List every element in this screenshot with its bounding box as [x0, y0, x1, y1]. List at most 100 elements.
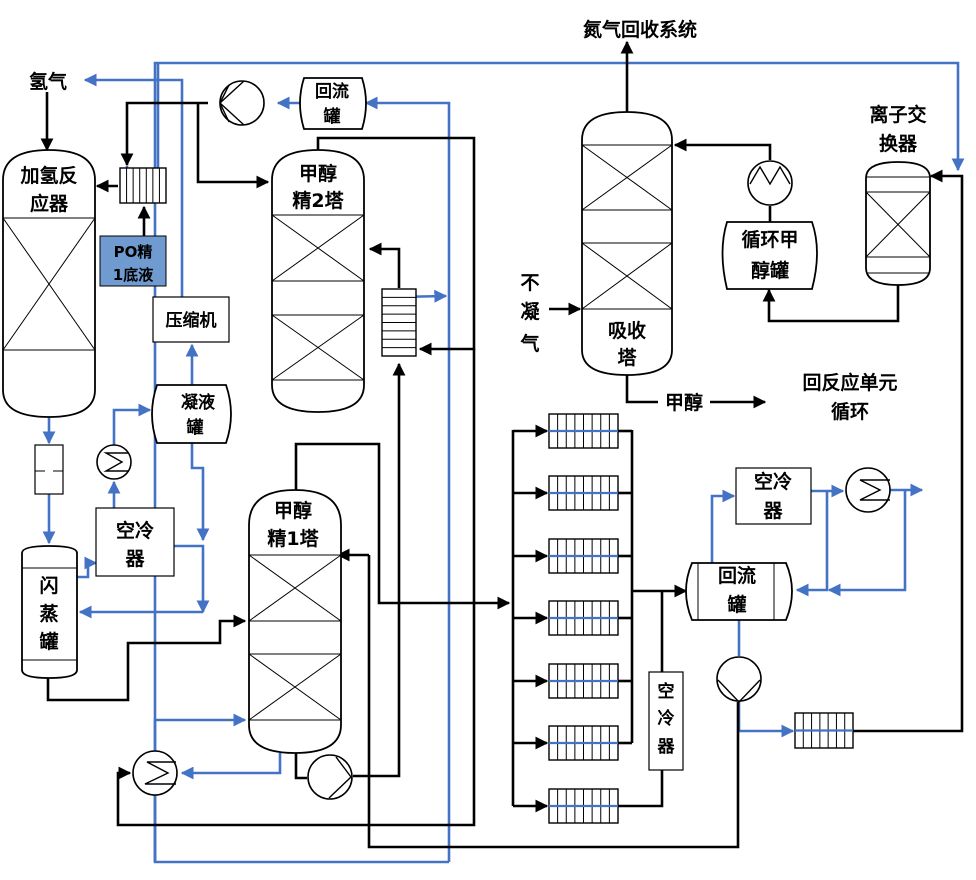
plate-exchanger-unit: [513, 788, 619, 824]
ion-exchanger-label-line2: 换器: [879, 132, 918, 155]
methanol-column-1[interactable]: 甲醇 精1塔: [248, 489, 342, 754]
plate-exchanger-unit: [513, 413, 632, 449]
po-feed-label-line1: PO精: [114, 243, 153, 261]
back-to-reaction-label-1: 回反应单元: [802, 371, 897, 394]
hydrogen-label: 氢气: [29, 70, 67, 93]
exchanger-to-ion-exchanger: [853, 169, 964, 733]
centrifugal-pump-icon: [307, 754, 353, 800]
blue-condensate-down: [190, 443, 210, 542]
plate-heat-exchanger-icon: [381, 288, 417, 357]
compressor-label: 压缩机: [166, 310, 217, 331]
plate-exchanger-unit: [513, 475, 632, 511]
flash-tank-label-line3: 罐: [38, 630, 58, 653]
reflux-tank-right-label-line1: 回流: [718, 564, 756, 587]
blue-flash-to-aircooler: [77, 556, 98, 579]
plate-heat-exchanger-icon: [794, 712, 854, 749]
heat-exchanger-icon: [96, 444, 132, 480]
blue-to-reflux-top: [364, 96, 451, 862]
circulating-tank-label-line2: 醇罐: [751, 259, 789, 282]
air-cooler-right[interactable]: 空冷 器: [735, 467, 812, 525]
col1-bottom-pump-up: [353, 362, 406, 778]
column-2-label-line2: 精2塔: [292, 189, 344, 212]
reflux-tank-top[interactable]: 回流 罐: [299, 77, 367, 130]
flash-tank-label-line1: 闪: [39, 574, 58, 597]
blue-aircooler-right: [174, 544, 210, 614]
pump-to-absorber: [673, 138, 772, 160]
pump-to-exchanger-top: [120, 101, 208, 167]
blue-reboiler-to-col1: [153, 713, 247, 750]
pump-to-col2: [196, 103, 270, 189]
plate-exchanger-bank: [513, 413, 632, 824]
absorber-label-line2: 塔: [617, 346, 637, 369]
air-cooler-left-label-line2: 器: [124, 548, 145, 570]
reactor-label-line1: 加氢反: [19, 164, 77, 187]
blue-bypass-2: [827, 490, 907, 597]
air-cooler-vertical[interactable]: 空 冷 器: [648, 671, 684, 771]
flash-tank-label-line2: 蒸: [39, 602, 58, 625]
air-cooler-right-label-line2: 器: [762, 500, 783, 522]
absorber-bottom-methanol: [625, 375, 658, 404]
centrifugal-pump-icon: [219, 80, 265, 126]
heat-exchanger-icon: [845, 467, 891, 513]
column-1-label-line1: 甲醇: [274, 499, 312, 522]
reflux-tank-right[interactable]: 回流 罐: [685, 562, 793, 621]
nitrogen-recovery-label: 氮气回收系统: [583, 18, 697, 41]
blue-pump-to-exchanger: [737, 702, 795, 738]
noncondensable-label-3: 气: [519, 332, 539, 355]
blue-main-loop: [153, 61, 965, 862]
air-cooler-vertical-label-1: 空: [658, 681, 675, 702]
plate-frame: [119, 167, 167, 204]
methanol-column-2[interactable]: 甲醇 精2塔: [271, 149, 365, 413]
plate-exchanger-unit: [513, 600, 632, 636]
centrifugal-pump-icon: [716, 656, 762, 704]
flash-to-col1: [46, 614, 247, 702]
noncondensable-label-2: 凝: [520, 300, 540, 323]
plate-heat-exchanger-icon: [119, 167, 167, 204]
col1-top-out: [294, 442, 511, 610]
air-cooler-left[interactable]: 空冷 器: [95, 507, 175, 577]
air-cooler-vertical-label-3: 器: [657, 737, 676, 757]
vertical-cooler-down: [618, 770, 664, 808]
methanol-stream-label: 甲醇: [665, 391, 703, 414]
back-to-reaction-label-2: 循环: [831, 400, 869, 423]
reactor-label-line2: 应器: [30, 192, 69, 215]
condensate-tank-label-line2: 罐: [186, 417, 204, 438]
po-feed-box: PO精 1底液: [99, 235, 167, 287]
reflux-tank-top-label-line1: 回流: [315, 81, 349, 102]
ion-exchanger-to-tank: [762, 285, 900, 323]
col1-side-loop: [367, 555, 740, 849]
condensate-tank-label-line1: 凝液: [181, 392, 215, 413]
absorber-label-line1: 吸收: [608, 319, 646, 342]
circulating-methanol-tank[interactable]: 循环甲 醇罐: [721, 221, 818, 290]
centrifugal-pump-icon: [747, 160, 793, 206]
column-2-label-line1: 甲醇: [299, 162, 337, 185]
blue-col1-to-reboiler: [180, 753, 282, 780]
plate-exchanger-unit: [513, 538, 632, 574]
flash-tank[interactable]: 闪 蒸 罐: [21, 545, 78, 679]
filter-icon: [34, 444, 64, 495]
condensate-tank[interactable]: 凝液 罐: [151, 384, 232, 444]
air-cooler-right-label-line1: 空冷: [754, 470, 792, 493]
heat-exchanger-icon: [132, 750, 178, 796]
blue-bypass-1: [795, 491, 829, 597]
col2-exch-to-col2: [368, 242, 401, 288]
circulating-tank-label-line1: 循环甲: [741, 228, 798, 251]
plate-exchanger-unit: [513, 725, 632, 761]
compressor[interactable]: 压缩机: [152, 296, 230, 343]
blue-reflux-to-aircooler: [710, 489, 736, 565]
absorber-column[interactable]: 吸收 塔: [581, 111, 673, 376]
air-cooler-vertical-label-2: 冷: [658, 708, 675, 729]
blue-to-hydrogen: [83, 73, 184, 297]
reflux-tank-right-label-line2: 罐: [726, 593, 746, 616]
reflux-tank-top-label-line2: 罐: [323, 106, 341, 127]
ion-exchanger[interactable]: 离子交 换器: [865, 103, 931, 286]
plate-exchanger-unit: [513, 663, 632, 699]
air-cooler-left-label-line1: 空冷: [116, 519, 154, 542]
col1-bottom-to-pump: [294, 753, 307, 780]
hydrogenation-reactor[interactable]: 加氢反 应器: [2, 149, 96, 418]
col2-loop-bottom: [116, 349, 476, 827]
ion-exchanger-label-line1: 离子交: [869, 103, 926, 126]
blue-bottom-return: [153, 795, 449, 864]
noncondensable-label-1: 不: [520, 272, 539, 294]
